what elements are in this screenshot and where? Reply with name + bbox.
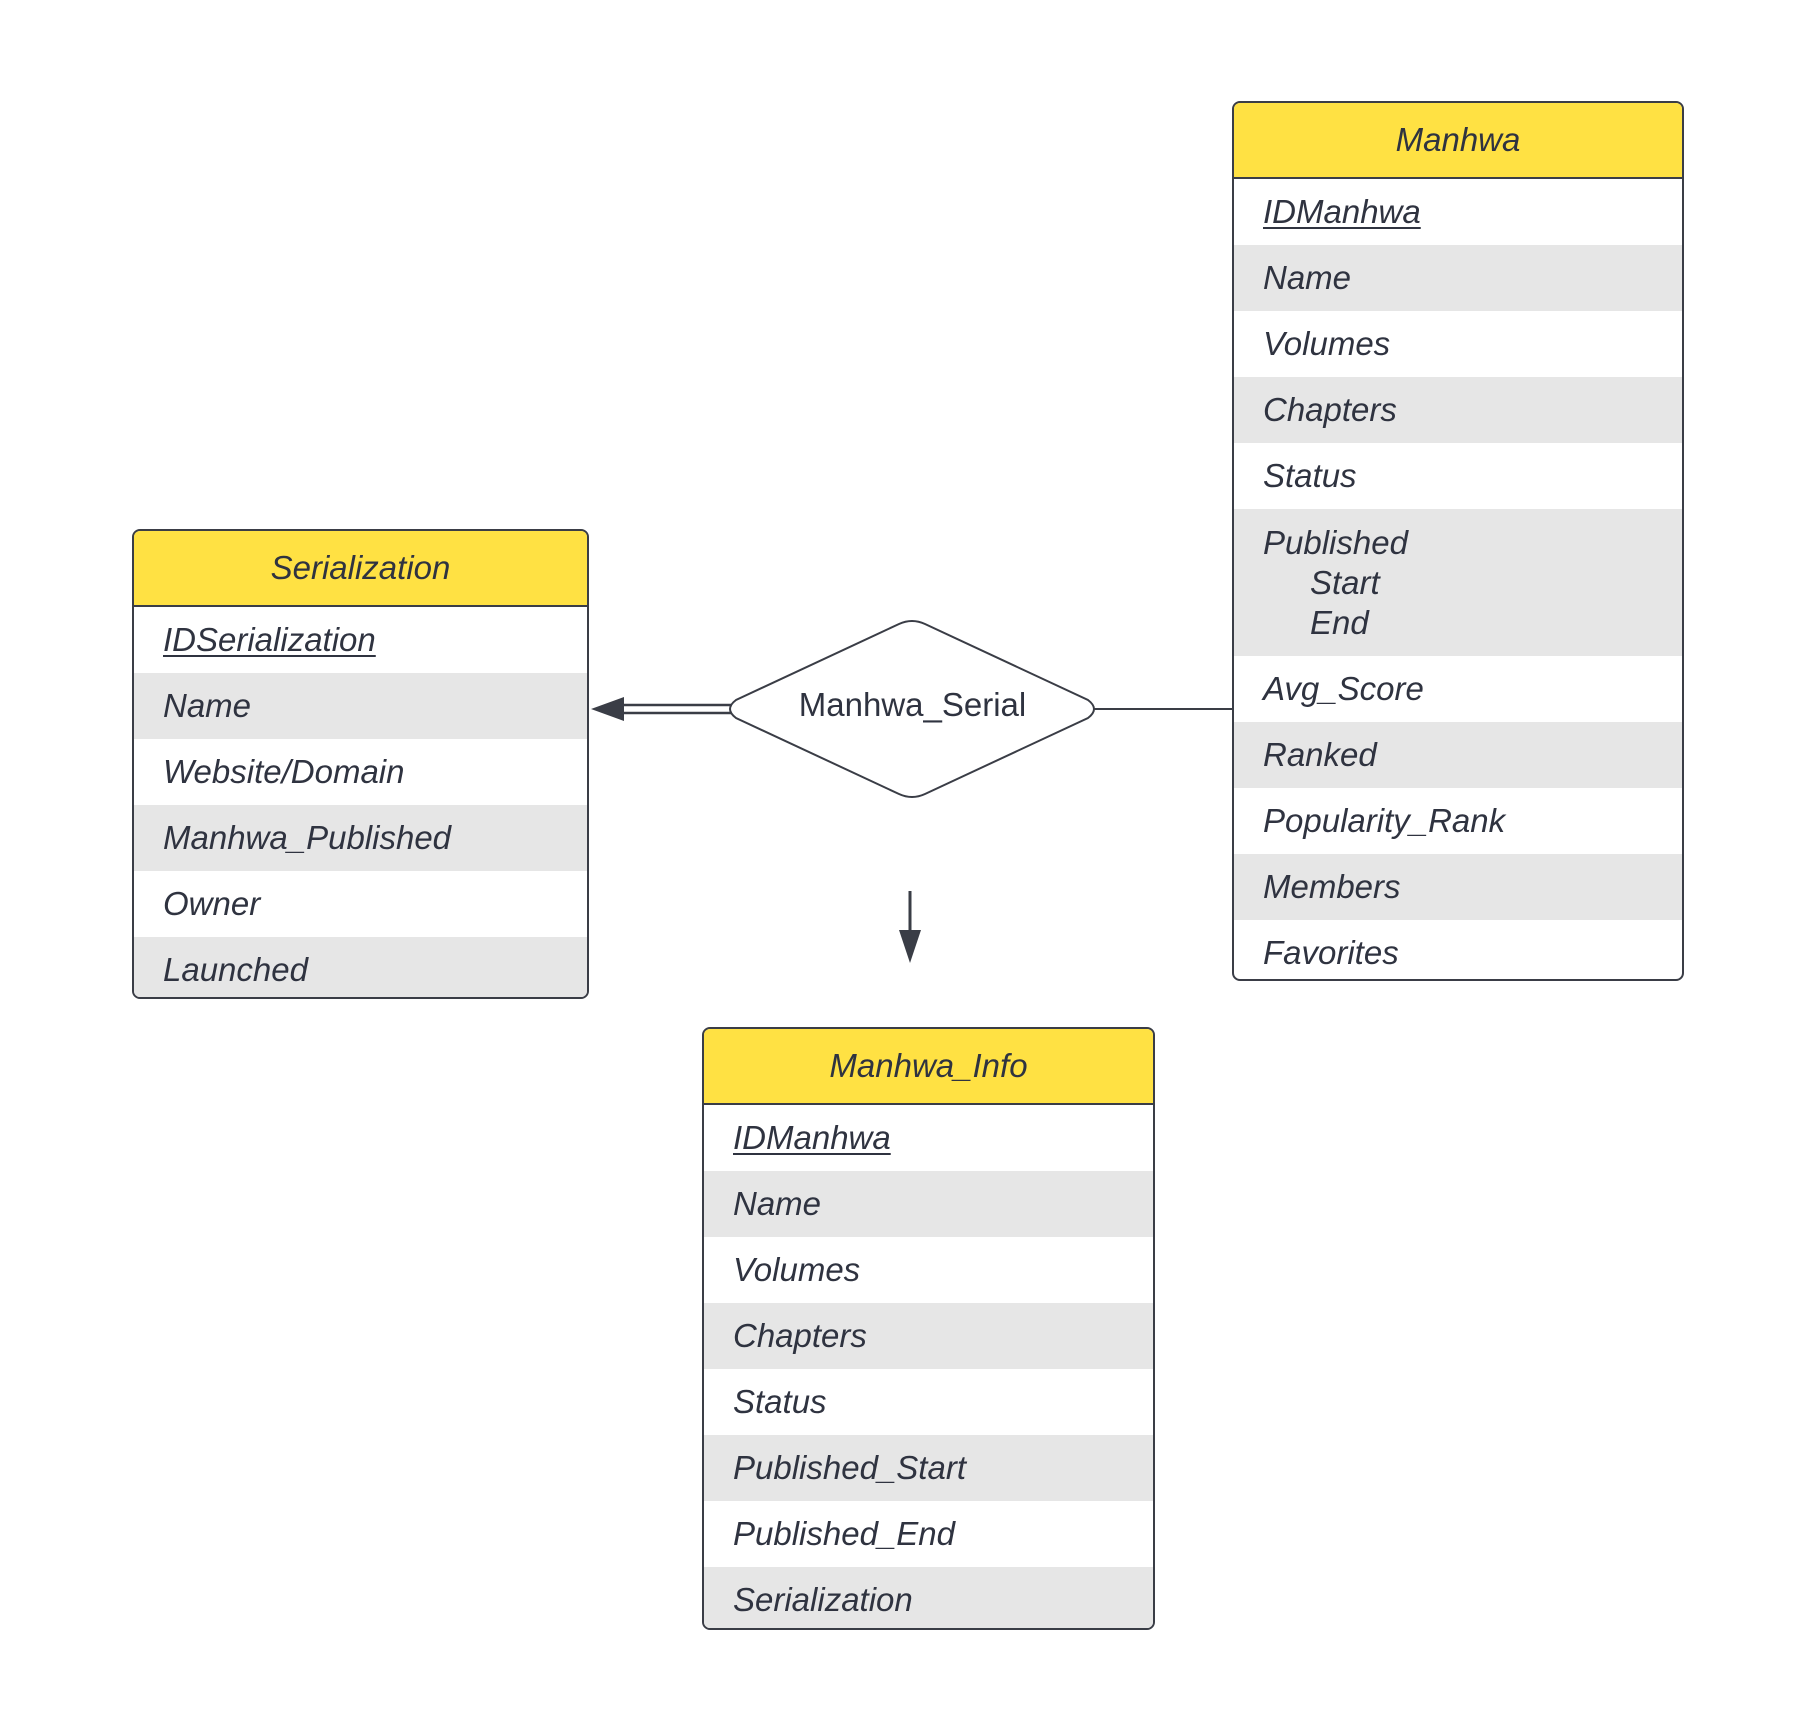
attribute-row: Owner (134, 871, 587, 937)
attribute-row: Avg_Score (1234, 656, 1682, 722)
attribute-row: Volumes (1234, 311, 1682, 377)
attribute-label: Serialization (733, 1581, 913, 1618)
attribute-row: Serialization (704, 1567, 1153, 1628)
entity-title: Manhwa_Info (704, 1029, 1153, 1105)
entity-manhwa[interactable]: Manhwa IDManhwa Name Volumes Chapters St… (1232, 101, 1684, 981)
attribute-row: IDManhwa (1234, 179, 1682, 245)
attribute-row: Published_Start (704, 1435, 1153, 1501)
attribute-row: Name (704, 1171, 1153, 1237)
entity-manhwa-info[interactable]: Manhwa_Info IDManhwa Name Volumes Chapte… (702, 1027, 1155, 1630)
attribute-label: Ranked (1263, 736, 1377, 773)
attribute-label: Manhwa_Published (163, 819, 452, 856)
attribute-row: Published_End (704, 1501, 1153, 1567)
attribute-label: Name (163, 687, 252, 724)
attribute-label: Avg_Score (1263, 670, 1424, 707)
attribute-row: Members (1234, 854, 1682, 920)
attribute-row: Status (704, 1369, 1153, 1435)
attribute-label: Popularity_Rank (1263, 802, 1506, 839)
attribute-label: Volumes (1263, 325, 1391, 362)
attribute-row: Volumes (704, 1237, 1153, 1303)
attribute-label: Website/Domain (163, 753, 405, 790)
sub-attribute-label: End (1310, 603, 1369, 641)
attribute-row: Manhwa_Published (134, 805, 587, 871)
attribute-label: Favorites (1263, 934, 1399, 971)
attribute-label: Published (1263, 523, 1408, 561)
arrowhead-left (591, 697, 624, 721)
attribute-label: Status (1263, 457, 1357, 494)
attribute-label: Volumes (733, 1251, 861, 1288)
relationship-label: Manhwa_Serial (798, 686, 1027, 723)
attribute-row: Launched (134, 937, 587, 997)
attribute-label: Name (733, 1185, 822, 1222)
attribute-row: Chapters (1234, 377, 1682, 443)
attribute-row: Favorites (1234, 920, 1682, 979)
attribute-row: IDSerialization (134, 607, 587, 673)
entity-title: Serialization (134, 531, 587, 607)
primary-key-attribute: IDManhwa (733, 1119, 891, 1156)
attribute-label: Chapters (733, 1317, 867, 1354)
attribute-label: Owner (163, 885, 261, 922)
sub-attribute-label: Start (1310, 563, 1380, 601)
attribute-row: Ranked (1234, 722, 1682, 788)
attribute-row: Name (1234, 245, 1682, 311)
primary-key-attribute: IDManhwa (1263, 193, 1421, 230)
attribute-row-composite: Published Start End (1234, 509, 1682, 656)
attribute-row: Chapters (704, 1303, 1153, 1369)
attribute-label: Published_Start (733, 1449, 966, 1486)
arrowhead-down (899, 930, 921, 963)
attribute-row: Status (1234, 443, 1682, 509)
attribute-label: Members (1263, 868, 1401, 905)
primary-key-attribute: IDSerialization (163, 621, 376, 658)
attribute-label: Chapters (1263, 391, 1397, 428)
attribute-row: Name (134, 673, 587, 739)
attribute-label: Name (1263, 259, 1352, 296)
attribute-row: Website/Domain (134, 739, 587, 805)
attribute-label: Published_End (733, 1515, 956, 1552)
entity-title: Manhwa (1234, 103, 1682, 179)
attribute-row: IDManhwa (704, 1105, 1153, 1171)
attribute-label: Status (733, 1383, 827, 1420)
attribute-label: Launched (163, 951, 308, 988)
entity-serialization[interactable]: Serialization IDSerialization Name Websi… (132, 529, 589, 999)
attribute-row: Popularity_Rank (1234, 788, 1682, 854)
